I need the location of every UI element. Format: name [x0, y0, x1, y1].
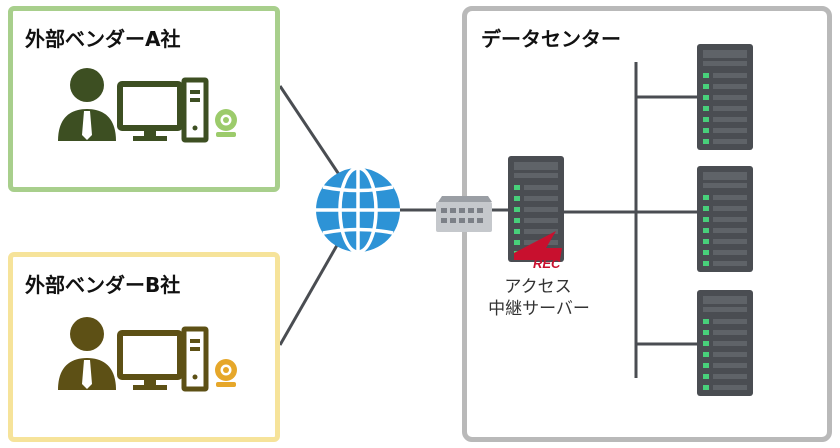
pc-tower-icon [181, 77, 209, 143]
vendor-a-title: 外部ベンダーA社 [25, 27, 181, 51]
relay-server-label-line2: 中継サーバー [488, 299, 590, 319]
vendor-b-title: 外部ベンダーB社 [25, 273, 181, 297]
monitor-icon [117, 330, 183, 390]
rec-logo-icon: REC [514, 231, 562, 271]
rec-badge-text: REC [533, 256, 561, 271]
relay-server-label-line1: アクセス [504, 277, 572, 297]
person-icon [58, 317, 116, 390]
vendor-b-box: 外部ベンダーB社 [8, 252, 280, 442]
server-icon [697, 44, 753, 150]
line-vendor-b-to-internet [278, 239, 342, 346]
globe-icon [316, 166, 400, 254]
person-icon [58, 68, 116, 141]
webcam-icon [215, 109, 237, 137]
datacenter-network-lines [564, 62, 697, 378]
monitor-icon [117, 81, 183, 141]
datacenter-title: データセンター [481, 27, 621, 51]
webcam-icon [215, 359, 237, 387]
network-switch-icon [436, 196, 492, 232]
line-vendor-a-to-internet [278, 85, 342, 177]
server-icon [697, 290, 753, 396]
pc-tower-icon [181, 326, 209, 392]
vendor-a-box: 外部ベンダーA社 [8, 6, 280, 192]
relay-server-label-2: 中継サーバー [474, 298, 604, 320]
server-icon [697, 166, 753, 272]
relay-server-label: アクセス [498, 276, 578, 298]
datacenter-box: データセンター [462, 6, 832, 442]
